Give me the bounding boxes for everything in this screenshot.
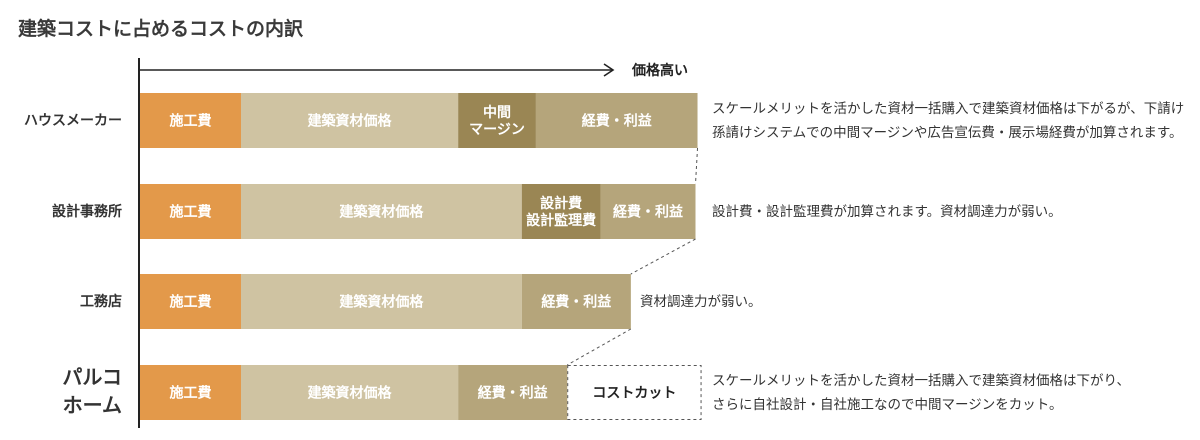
bar-segment [140, 365, 241, 420]
bar-segment-label: コストカット [592, 386, 676, 402]
bar-segment [140, 274, 241, 329]
bar-segment [140, 184, 241, 239]
bar-segment-label: 建築資材価格 [339, 294, 424, 311]
connector-line [630, 238, 696, 275]
row-description: スケールメリットを活かした資材一括購入で建築資材価格は下がり、さらに自社設計・自… [712, 372, 1130, 413]
connector-line [566, 328, 632, 366]
bar-segment-label: 経費・利益 [541, 294, 611, 311]
bar-segment [458, 365, 568, 420]
bar-segment-label: 経費・利益 [613, 204, 683, 221]
bar-segment [535, 93, 698, 148]
connector-line [695, 147, 699, 185]
row-description: 設計費・設計監理費が加算されます。資材調達力が弱い。 [712, 203, 1062, 220]
bar-segment-label: 施工費 [170, 294, 212, 311]
bar-segment-label: 施工費 [170, 385, 212, 402]
bar-segment-label: 施工費 [170, 113, 212, 130]
row-label: 設計事務所 [52, 203, 122, 220]
bar-segment [140, 93, 241, 148]
bar-segment [600, 184, 696, 239]
row-label: ハウスメーカー [24, 112, 122, 129]
bar-segment [521, 274, 631, 329]
price-axis-label: 価格高い [631, 62, 688, 79]
bar-segment-label: 経費・利益 [582, 113, 652, 130]
bar-segment [458, 93, 536, 148]
bar-segment [241, 184, 522, 239]
bar-segment-label: 施工費 [170, 204, 212, 221]
bar-segment-label: 建築資材価格 [308, 113, 393, 130]
row-description: スケールメリットを活かした資材一括購入で建築資材価格は下がるが、下請け孫請けシス… [712, 100, 1185, 141]
chart-title: 建築コストに占めるコストの内訳 [18, 18, 304, 40]
row-label: 工務店 [80, 293, 122, 310]
price-arrow-head [603, 63, 615, 77]
bar-segment-label: 建築資材価格 [308, 385, 393, 402]
bar-segment [241, 274, 522, 329]
bar-segment [241, 93, 459, 148]
row-description: 資材調達力が弱い。 [640, 293, 762, 310]
bar-segment [241, 365, 459, 420]
row-label: パルコホーム [62, 364, 122, 417]
bar-segment-label: 設計監理費 [526, 212, 596, 229]
bar-segment-label: 建築資材価格 [339, 204, 424, 221]
bar-segment-label: 経費・利益 [478, 385, 548, 402]
bar-segment-label: マージン [469, 122, 525, 138]
bar-segment [567, 365, 702, 420]
bar-segment-label: 設計費 [540, 195, 582, 212]
bar-segment [521, 184, 601, 239]
bar-segment-label: 中間 [483, 104, 511, 121]
